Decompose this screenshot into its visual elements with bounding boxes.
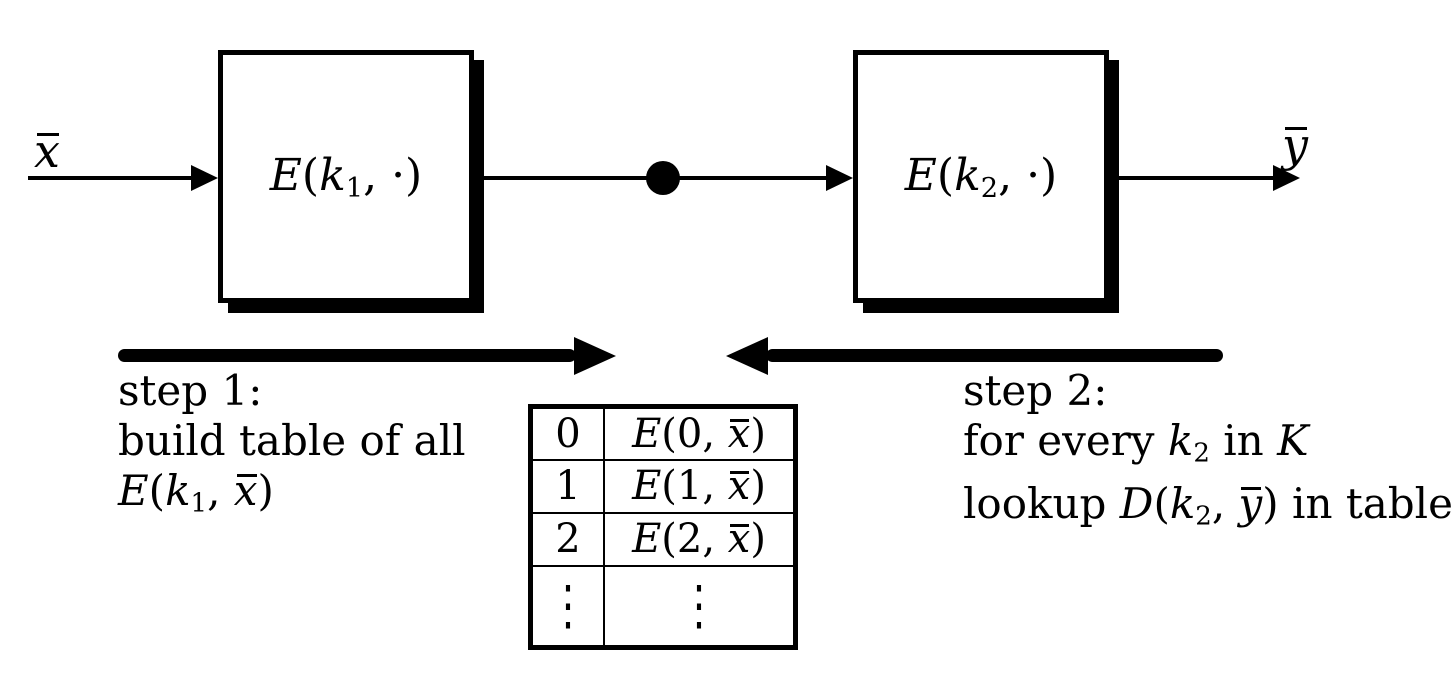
step-1-arrow [118, 349, 576, 362]
value-cell: E(2, x) [603, 511, 797, 567]
key-cell: 0 [529, 405, 605, 461]
table-row: 0 E(0, x) [529, 405, 797, 461]
input-label-xbar: x [34, 124, 60, 178]
junction-dot [646, 161, 680, 195]
key-cell: 2 [529, 511, 605, 567]
step-2-line-1: step 2: [963, 366, 1108, 415]
table-row: 2 E(2, x) [529, 511, 797, 567]
encrypt-box-2-label: E(k2, ·) [904, 149, 1058, 204]
output-label-ybar: y [1282, 118, 1308, 172]
key-cell: 1 [529, 458, 605, 514]
step-1-caption: step 1: build table of all E(k1, x) [118, 366, 466, 529]
output-wire [1109, 176, 1277, 180]
input-wire [28, 176, 193, 180]
encrypt-box-2: E(k2, ·) [853, 50, 1109, 303]
step-2-line-3: lookup D(k2, y) in table [963, 478, 1452, 532]
key-cell: ⋮ [529, 564, 605, 649]
arrowhead-icon [1273, 165, 1300, 191]
encrypt-box-1-label: E(k1, ·) [269, 149, 423, 204]
value-cell: E(0, x) [603, 405, 797, 461]
step-1-line-3: E(k1, x) [118, 466, 274, 519]
step-1-line-2: build table of all [118, 416, 466, 465]
step-2-arrow [766, 349, 1223, 362]
key-lookup-table: 0 E(0, x) 1 E(1, x) 2 E(2, x) ⋮ ⋮ [528, 404, 798, 650]
encrypt-box-1: E(k1, ·) [218, 50, 474, 303]
table-row: ⋮ ⋮ [529, 564, 797, 649]
step-2-caption: step 2: for every k2 in K lookup D(k2, y… [963, 366, 1452, 541]
table-row: 1 E(1, x) [529, 458, 797, 514]
step-2-line-2: for every k2 in K [963, 416, 1309, 469]
arrowhead-icon [726, 337, 768, 375]
value-cell: E(1, x) [603, 458, 797, 514]
arrowhead-icon [826, 165, 853, 191]
step-1-line-1: step 1: [118, 366, 263, 415]
arrowhead-icon [574, 337, 616, 375]
arrowhead-icon [191, 165, 218, 191]
value-cell: ⋮ [603, 564, 797, 649]
